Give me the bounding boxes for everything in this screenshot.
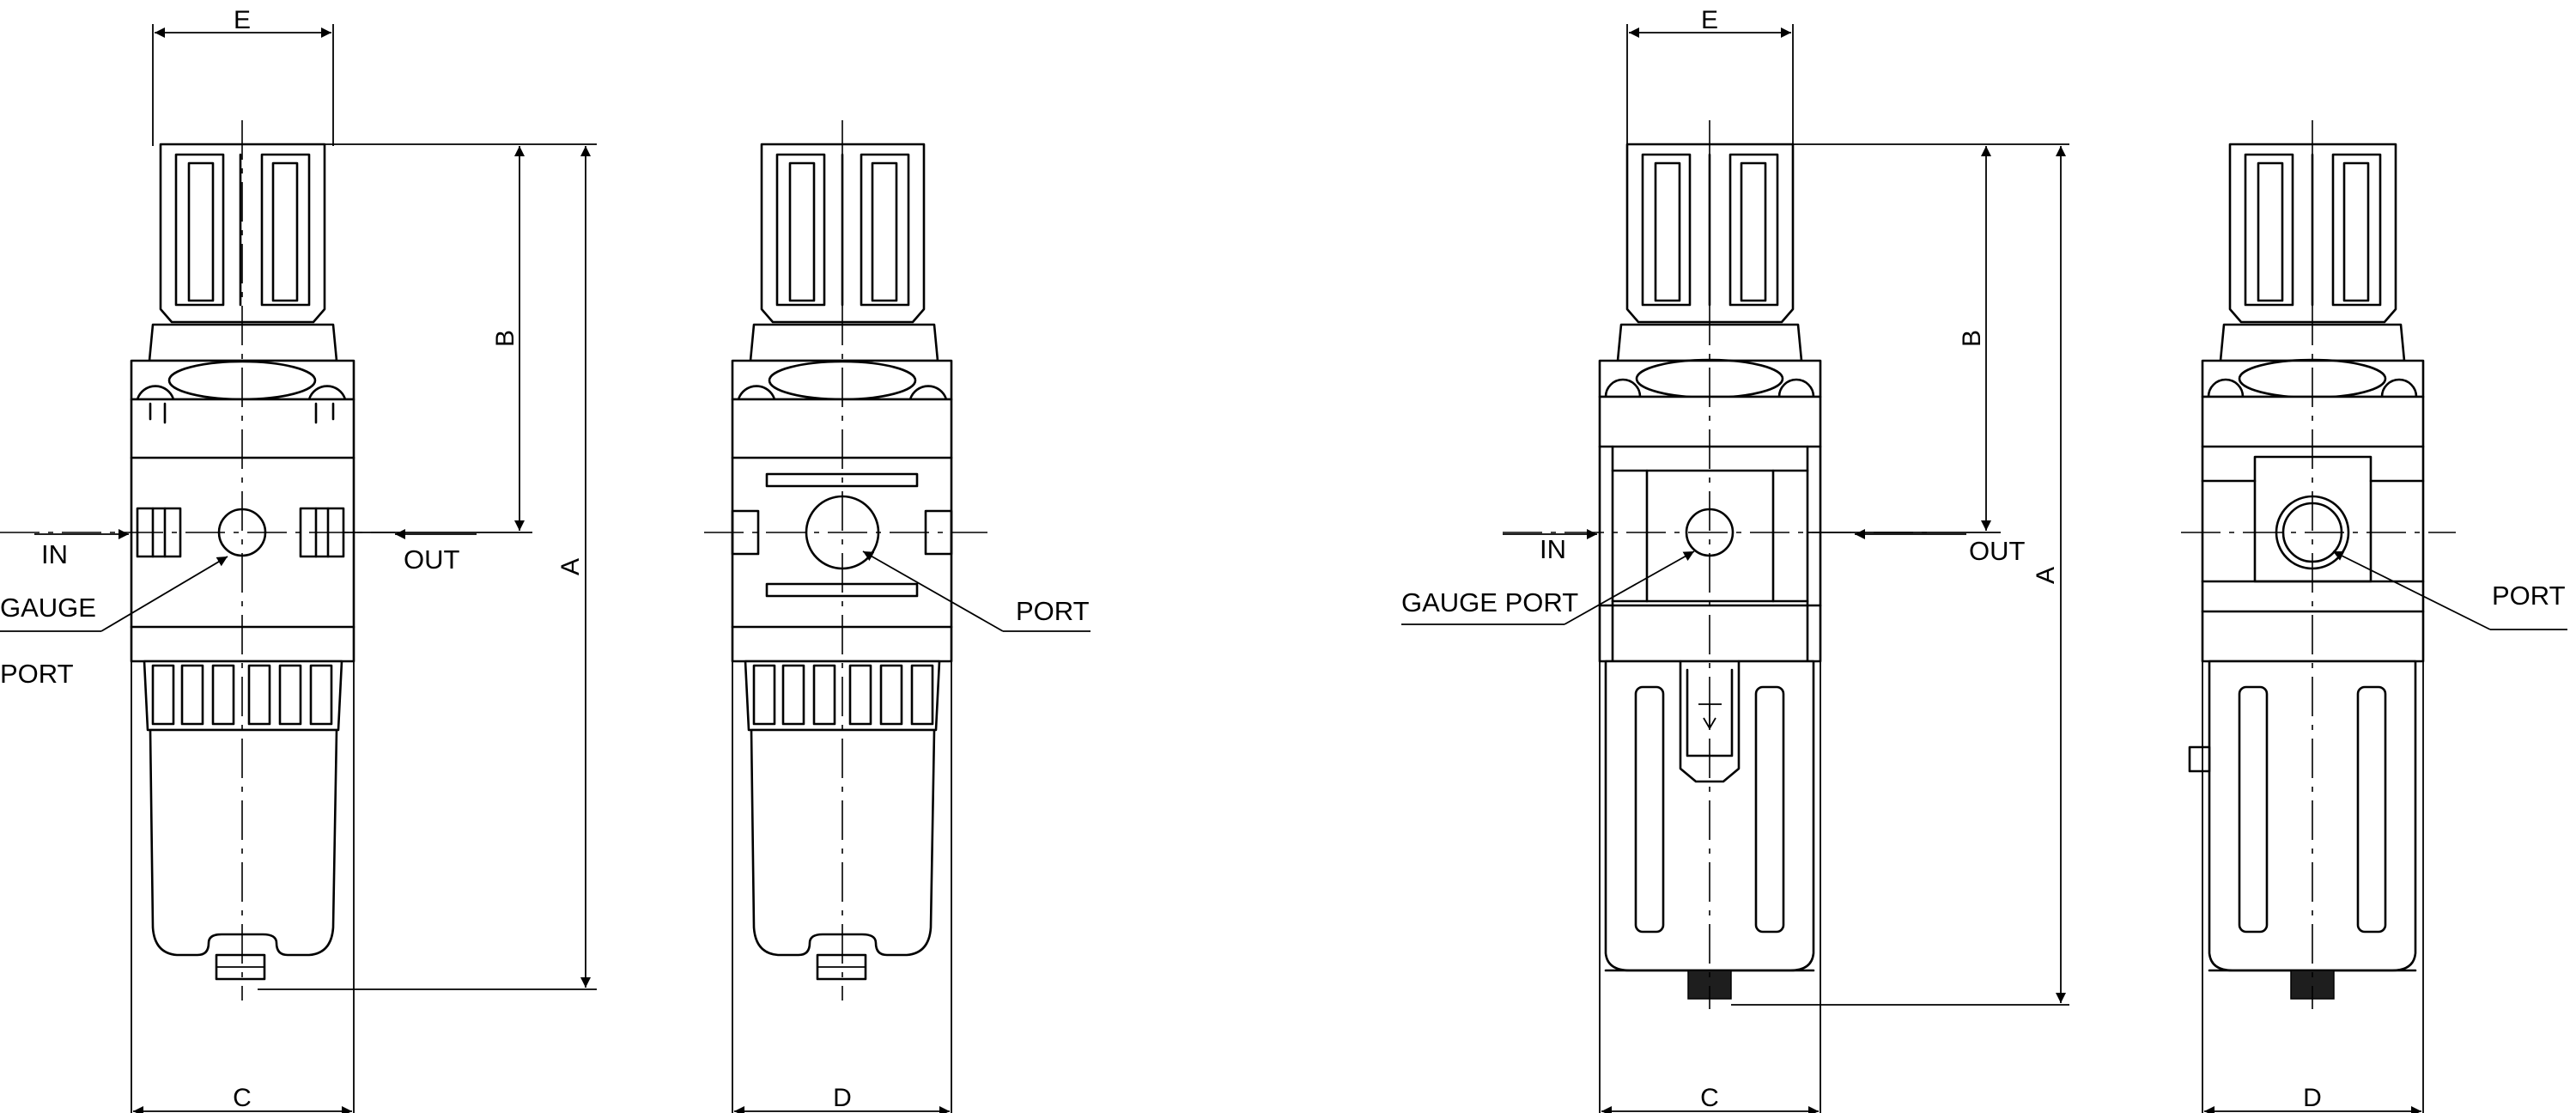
dim-label-e: E <box>1701 6 1718 34</box>
dim-label-d: D <box>833 1084 852 1112</box>
gauge-port-label-line2: PORT <box>0 659 74 689</box>
lock-nut <box>749 323 939 362</box>
dim-label-c: C <box>1700 1084 1719 1112</box>
out-label: OUT <box>404 544 460 575</box>
out-label: OUT <box>1969 536 2026 566</box>
bowl <box>750 728 936 957</box>
port-leader <box>2332 550 2491 630</box>
bowl <box>149 728 338 957</box>
dim-label-a: A <box>2032 567 2060 584</box>
port-leader <box>862 550 1004 632</box>
in-label: IN <box>41 539 68 569</box>
view-4-filter-regulator-side: D PORT <box>2181 120 2567 1113</box>
gauge-port-label-line1: GAUGE <box>0 593 96 623</box>
view-2-regulator-side: D PORT <box>704 120 1091 1113</box>
gauge-leader <box>1564 550 1695 625</box>
dim-label-a: A <box>556 558 585 575</box>
view-1-regulator-front: E C B A IN OUT GAUGE PORT <box>0 6 597 1113</box>
port-label: PORT <box>2492 581 2566 611</box>
dim-label-b: B <box>491 330 519 347</box>
dim-label-b: B <box>1958 330 1986 347</box>
gauge-port-label: GAUGE PORT <box>1401 587 1578 617</box>
in-label: IN <box>1540 534 1566 564</box>
dim-label-c: C <box>233 1084 252 1112</box>
port-label: PORT <box>1016 596 1090 626</box>
knob-grip-ribs <box>174 153 311 307</box>
dim-label-e: E <box>234 6 251 34</box>
dim-label-d: D <box>2303 1084 2322 1112</box>
gauge-leader <box>100 556 228 632</box>
lock-nut <box>148 323 338 362</box>
knob-grip-ribs <box>775 153 910 307</box>
knob-grip-ribs <box>1641 153 1779 307</box>
view-3-filter-regulator-front: E C B A IN OUT GAUGE PORT <box>1401 6 2069 1113</box>
